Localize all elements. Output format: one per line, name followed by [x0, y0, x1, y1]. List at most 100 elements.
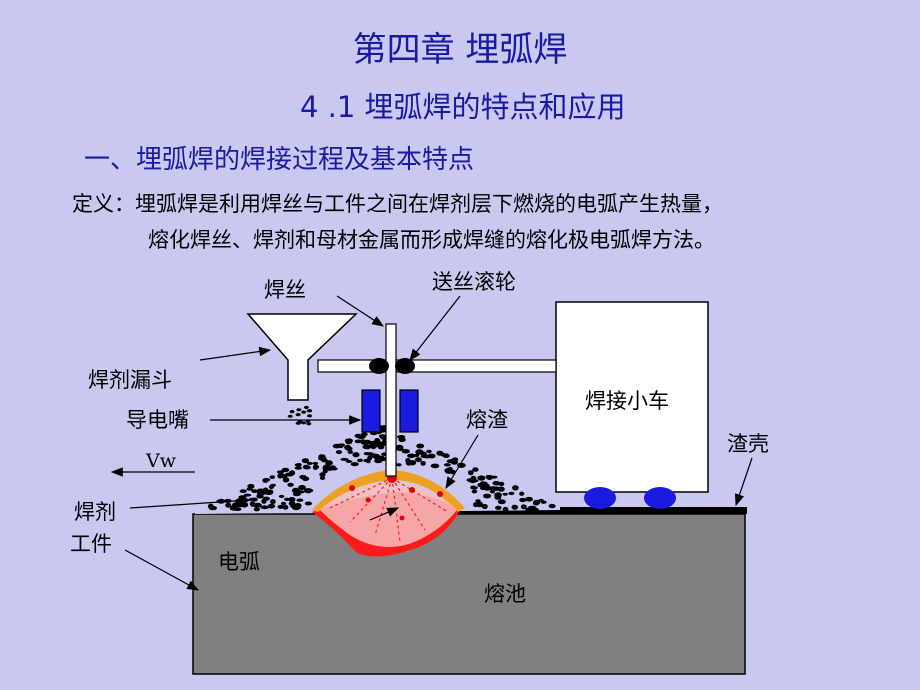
definition-line-1: 定义：埋弧焊是利用焊丝与工件之间在焊剂层下燃烧的电弧产生热量， — [72, 192, 723, 216]
flux-granule — [320, 458, 328, 463]
flux-granule — [426, 449, 432, 454]
flux-granule — [235, 501, 243, 506]
label-flux-hopper: 焊剂漏斗 — [88, 368, 172, 392]
flux-granule — [303, 464, 310, 469]
flux-granule — [298, 485, 306, 490]
flux-granule — [525, 496, 533, 502]
flux-granule — [288, 497, 296, 502]
flux-granule — [415, 449, 424, 455]
flux-granule — [295, 421, 301, 425]
welding-carriage — [555, 301, 709, 493]
flux-granule — [377, 445, 385, 450]
label-wire: 焊丝 — [264, 278, 306, 302]
flux-granule — [492, 480, 501, 486]
flux-granule — [270, 483, 276, 487]
flux-granule — [374, 438, 381, 443]
flux-granule — [497, 499, 506, 505]
flux-granule — [265, 489, 273, 495]
flux-granule — [345, 460, 353, 463]
flux-granule — [296, 408, 302, 412]
flux-granule — [267, 503, 276, 509]
flux-granule — [323, 464, 331, 470]
carriage-wheel-right — [644, 487, 676, 509]
flux-granule — [408, 460, 417, 466]
label-workpiece: 工件 — [70, 532, 112, 556]
flux-granule — [301, 421, 307, 425]
label-carriage: 焊接小车 — [585, 389, 669, 413]
flux-granule — [548, 503, 556, 509]
contact-tip-left — [361, 389, 381, 433]
molten-slag — [312, 470, 465, 512]
flux-granule — [291, 487, 301, 494]
flux-granule — [280, 501, 287, 506]
flux-granule — [270, 499, 276, 505]
flux-granule — [473, 502, 479, 508]
flux-granule — [294, 466, 303, 470]
flux-granule — [481, 503, 488, 510]
flux-pile-area — [195, 425, 560, 514]
flux-granule — [278, 494, 285, 498]
flux-granule — [247, 483, 255, 489]
flux-granule — [469, 478, 477, 484]
flux-granule — [533, 500, 540, 506]
flux-granule — [261, 498, 267, 504]
flux-granule — [525, 507, 533, 512]
feed-roller-left — [369, 358, 389, 374]
flux-granule — [269, 475, 275, 479]
flux-granule — [378, 434, 386, 438]
flux-granule — [293, 505, 302, 510]
flux-granule — [335, 450, 343, 455]
flux-granule — [399, 435, 405, 439]
slag-crust-layer — [455, 507, 747, 514]
label-contact-tip: 导电嘴 — [126, 408, 189, 432]
flux-granule — [481, 481, 488, 486]
carriage-arm — [317, 359, 557, 373]
flux-granule — [312, 461, 319, 465]
flux-granule — [230, 505, 237, 510]
flux-granule — [301, 476, 310, 482]
flux-granule — [304, 488, 313, 494]
flux-granule — [442, 453, 450, 459]
flux-granule — [495, 505, 502, 510]
definition-line-2: 熔化焊丝、焊剂和母材金属而形成焊缝的熔化极电弧焊方法。 — [148, 228, 715, 252]
flux-granule — [443, 463, 451, 467]
flux-granule — [289, 410, 295, 414]
flux-granule — [251, 489, 258, 493]
flux-granule — [306, 461, 313, 465]
flux-granule — [304, 501, 313, 506]
flux-granule — [407, 453, 416, 459]
flux-granule — [352, 452, 360, 458]
flux-granule — [303, 405, 309, 409]
flux-granule — [470, 485, 477, 489]
flux-granule — [288, 501, 296, 506]
section-heading: 一、埋弧焊的焊接过程及基本特点 — [84, 145, 475, 175]
flux-granule — [208, 505, 217, 511]
flux-granule — [420, 460, 426, 466]
arc-points — [349, 473, 443, 521]
flux-granule — [296, 498, 304, 502]
flux-granule — [301, 410, 307, 414]
flux-granule — [472, 467, 479, 472]
flux-granule — [294, 463, 301, 467]
flux-hopper — [246, 313, 358, 401]
flux-granule — [512, 485, 519, 491]
label-flux: 焊剂 — [74, 500, 116, 524]
flux-granule — [340, 457, 349, 461]
flux-granule — [277, 504, 284, 509]
flux-granule — [416, 443, 425, 449]
flux-granule — [260, 505, 270, 510]
workpiece-block — [192, 513, 746, 675]
flux-granule — [492, 486, 501, 491]
flux-granule — [467, 470, 474, 476]
flux-granule — [350, 462, 359, 467]
flux-granule — [508, 491, 515, 496]
flux-granule — [282, 477, 290, 483]
flux-granule — [307, 414, 312, 418]
flux-granule — [282, 504, 289, 510]
contact-tip-right — [399, 389, 419, 433]
flux-granule — [475, 499, 481, 503]
flux-granule — [502, 492, 508, 496]
flux-granule — [401, 449, 410, 454]
label-slag: 熔渣 — [466, 408, 508, 432]
flux-granule — [312, 464, 318, 470]
